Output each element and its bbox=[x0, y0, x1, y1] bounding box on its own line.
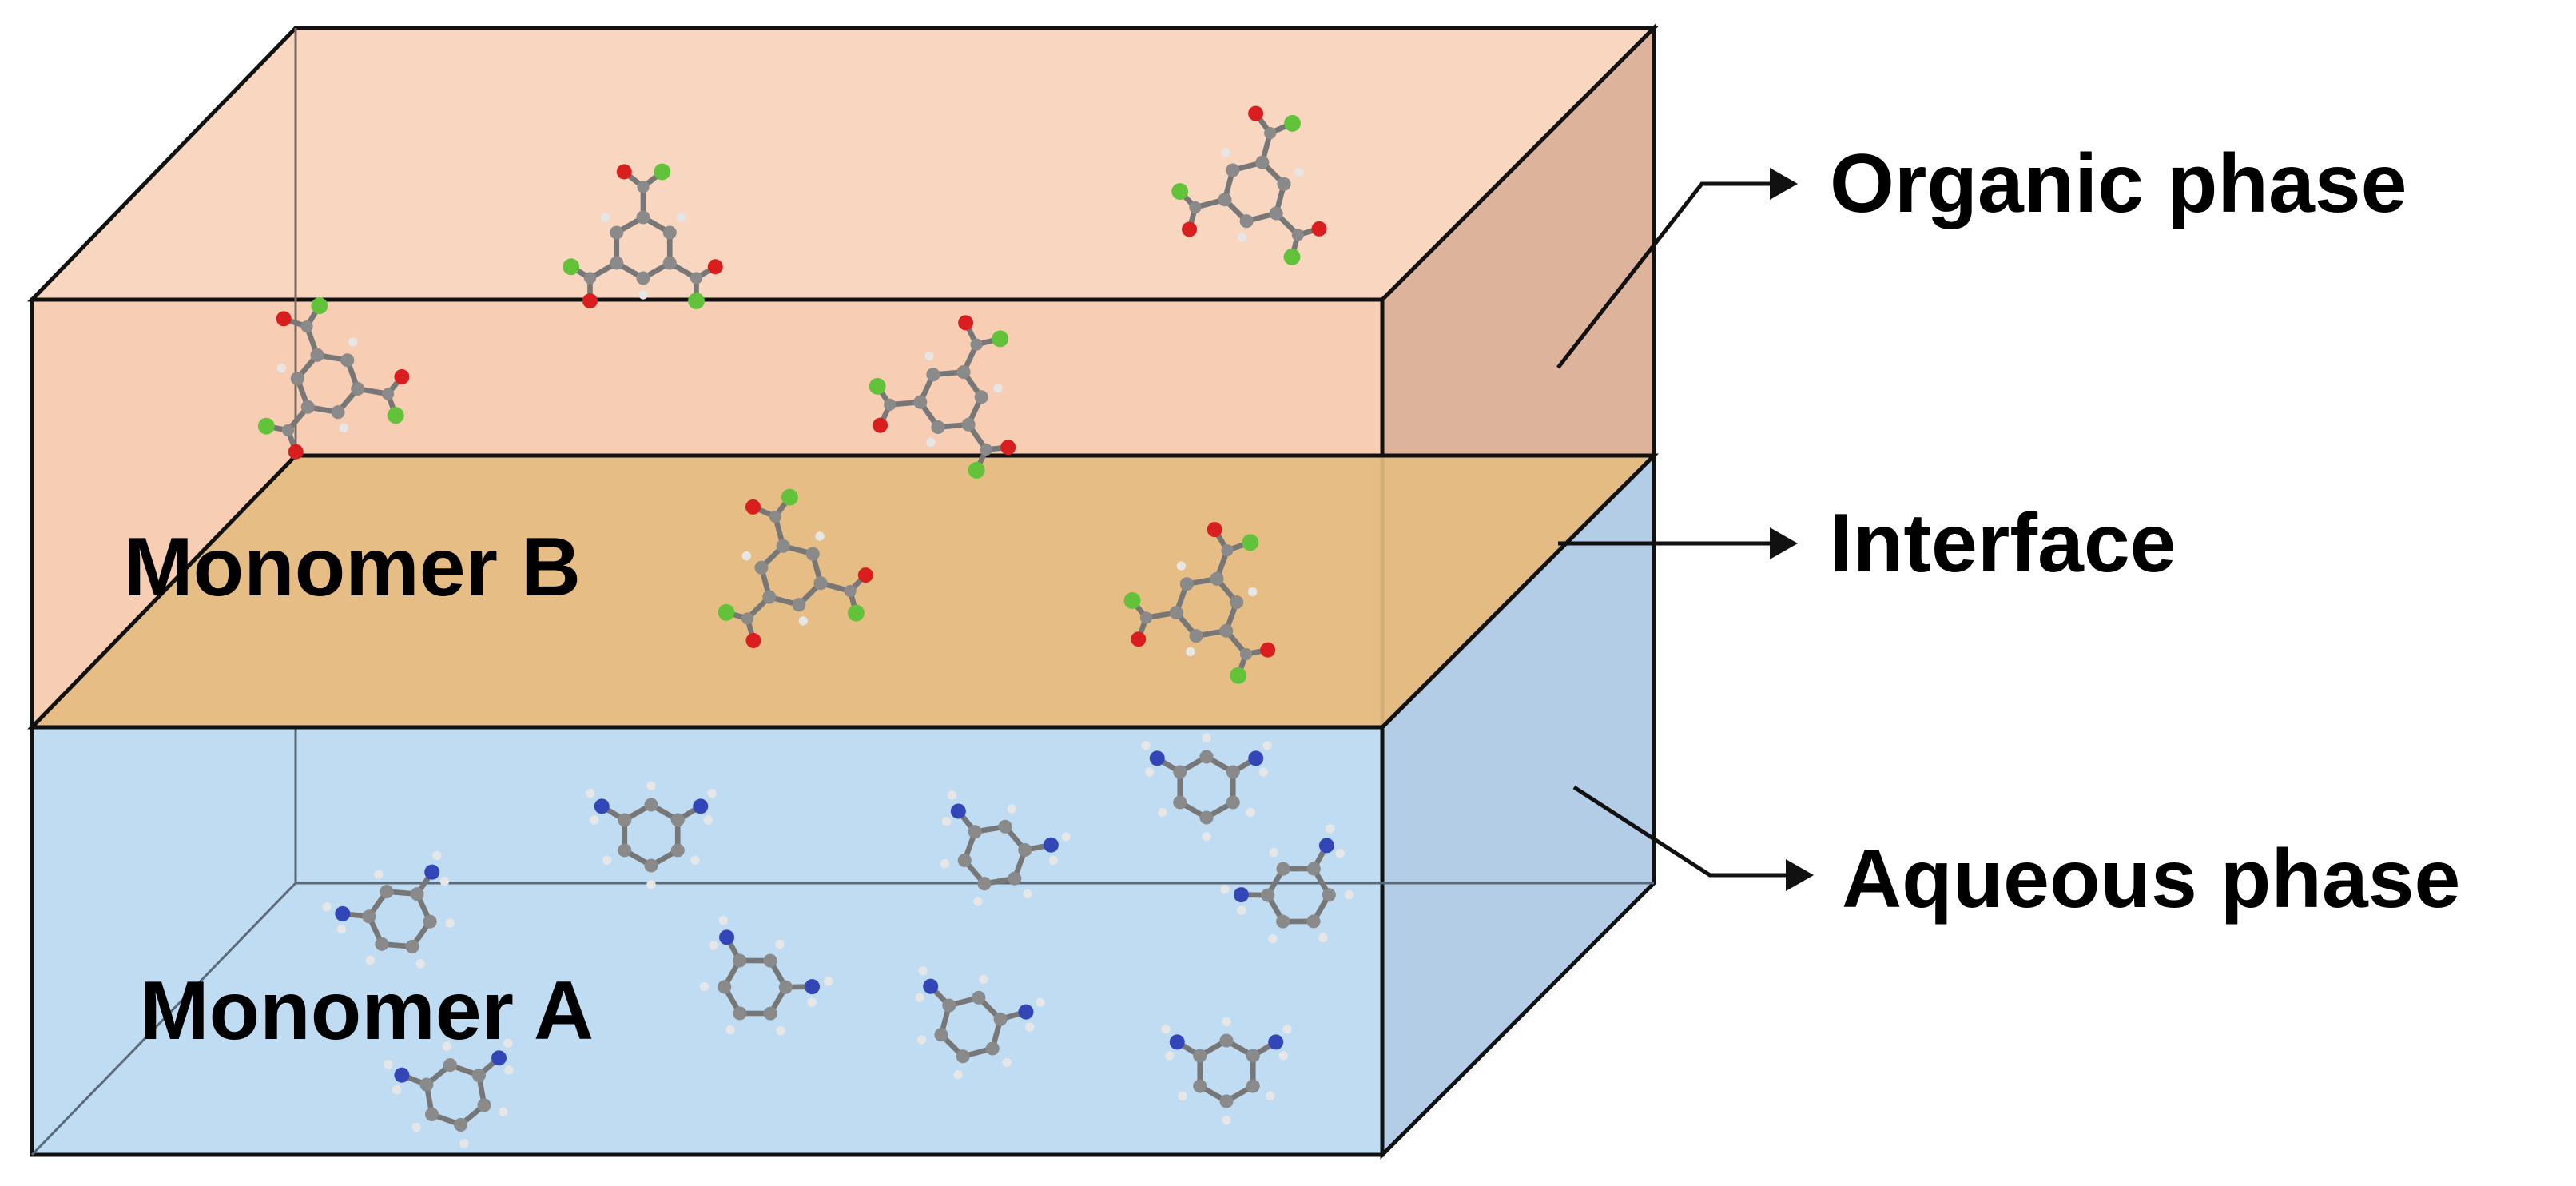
monomer-a-label: Monomer A bbox=[140, 965, 594, 1057]
aqueous-phase-box bbox=[30, 450, 1656, 1160]
interface-arrow-icon bbox=[1770, 527, 1798, 559]
monomer-b-label: Monomer B bbox=[124, 521, 581, 614]
aqueous-arrow-icon bbox=[1786, 859, 1814, 891]
aqueous-front-face bbox=[30, 725, 1385, 1157]
interface-label: Interface bbox=[1830, 497, 2176, 590]
callouts bbox=[1556, 181, 1786, 878]
organic-top-face bbox=[27, 26, 1660, 302]
organic-phase-label: Organic phase bbox=[1830, 137, 2407, 230]
aqueous-phase-label: Aqueous phase bbox=[1842, 833, 2460, 925]
callout-arrowheads bbox=[1770, 168, 1814, 891]
organic-arrow-icon bbox=[1770, 168, 1798, 200]
aqueous-callout-line bbox=[1572, 785, 1786, 878]
organic-callout-line bbox=[1556, 181, 1770, 369]
